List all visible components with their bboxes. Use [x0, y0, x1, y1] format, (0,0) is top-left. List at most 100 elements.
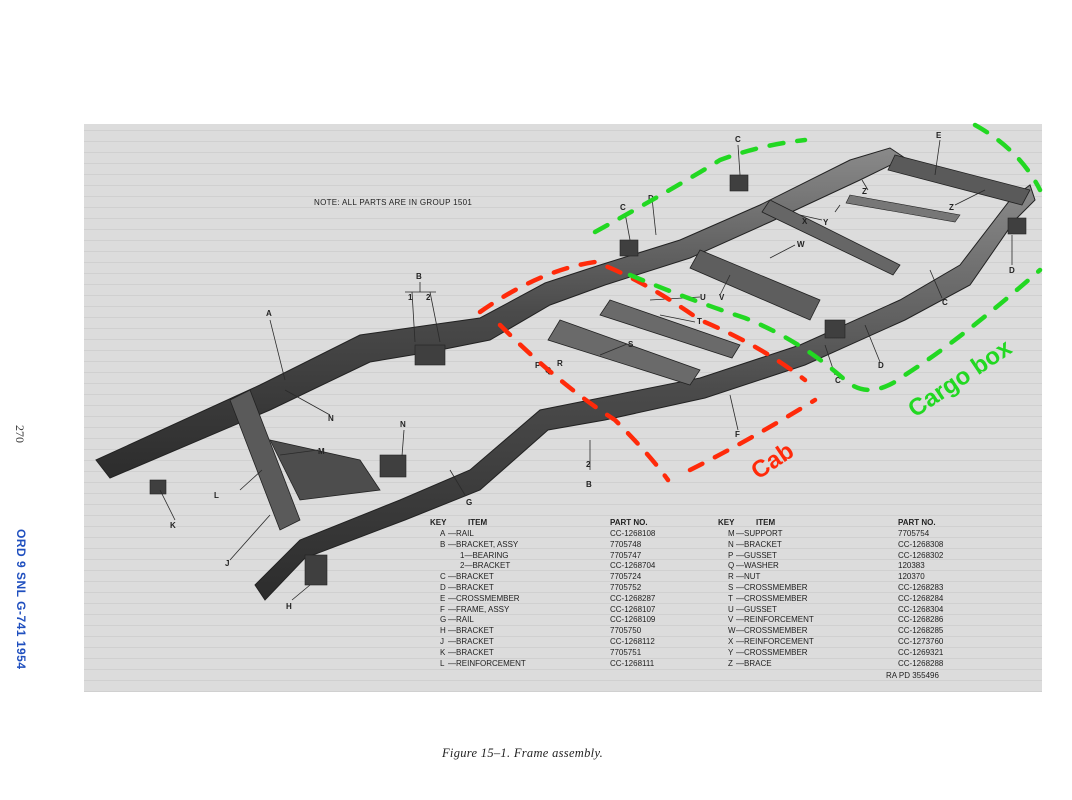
table-left-part: 7705752 [610, 583, 642, 592]
table-right-item: —REINFORCEMENT [736, 637, 814, 646]
table-right-item: —SUPPORT [736, 529, 783, 538]
table-right-key: T [728, 593, 733, 603]
cargo-box-annotation: Cargo box [903, 334, 1017, 423]
callout-v: V [719, 293, 725, 302]
right-part-header: PART NO. [898, 518, 936, 527]
table-right-key: U [728, 604, 734, 614]
callout-d-3: D [878, 361, 884, 370]
callout-n-1: N [328, 414, 334, 423]
right-frame-rail [254, 184, 1036, 601]
bracket-n [379, 454, 407, 478]
callout-c-2: C [620, 203, 626, 212]
bracket-h [304, 554, 328, 586]
callout-labels: A B 1 2 C C C C D D D E F G H J K L M N … [170, 131, 1015, 611]
callout-d-2: D [1009, 266, 1015, 275]
table-left-part: CC-1268108 [610, 529, 656, 538]
callout-2: 2 [586, 460, 591, 469]
table-left-part: 7705748 [610, 539, 642, 549]
table-left-item: —FRAME, ASSY [448, 604, 510, 614]
table-right-key: S [728, 583, 734, 592]
crossmember-w [689, 249, 821, 321]
rear-crossmember-e [887, 154, 1031, 206]
callout-n-2: N [400, 420, 406, 429]
table-left-part: 7705747 [610, 550, 642, 560]
callout-b1: 1 [408, 293, 413, 302]
table-left-key: K [440, 647, 446, 657]
callout-f: F [735, 430, 740, 439]
callout-a: A [266, 309, 272, 318]
table-right-key: X [728, 637, 734, 646]
table-right-part: 120370 [898, 572, 925, 582]
parts-key-table: KEY ITEM PART NO. KEY ITEM PART NO. A—RA… [430, 518, 990, 678]
callout-x: X [802, 217, 808, 226]
callout-e: E [936, 131, 942, 140]
left-key-header: KEY [430, 518, 447, 527]
table-right-key: Z [728, 658, 733, 668]
table-right-part: CC-1268283 [898, 583, 944, 592]
callout-u: U [700, 293, 706, 302]
table-left-key: L [440, 658, 445, 668]
cab-outline-overlay [477, 259, 818, 483]
callout-m: M [318, 447, 325, 456]
callout-b: B [416, 272, 422, 281]
table-left-item: —BRACKET [448, 572, 494, 582]
table-right-key: R [728, 572, 734, 582]
front-crossmember [229, 389, 301, 531]
left-frame-rail [95, 147, 907, 479]
table-left-key: H [440, 626, 446, 636]
table-right-part: CC-1268308 [898, 539, 944, 549]
callout-g: G [466, 498, 472, 507]
table-right-key: W [728, 626, 736, 636]
table-right-item: —CROSSMEMBER [736, 647, 808, 657]
callout-c-3: C [942, 298, 948, 307]
crossmember-t [599, 299, 741, 359]
table-right-item: —WASHER [736, 561, 779, 571]
left-item-header: ITEM [468, 518, 488, 527]
table-left-part: CC-1268111 [610, 658, 655, 668]
table-left-item: —BRACKET [448, 626, 494, 636]
table-right-key: Q [728, 561, 735, 571]
table-left-key: C [440, 572, 446, 582]
table-left-key: F [440, 604, 445, 614]
group-note: NOTE: ALL PARTS ARE IN GROUP 1501 [314, 198, 473, 207]
table-left-key: G [440, 615, 447, 625]
table-left-part: CC-1268287 [610, 593, 656, 603]
crossmember-y [761, 199, 901, 276]
callout-w: W [797, 240, 805, 249]
table-right-part: CC-1273760 [898, 637, 944, 646]
table-left-item: —CROSSMEMBER [448, 593, 520, 603]
table-right-item: —CROSSMEMBER [736, 593, 808, 603]
bracket-k [149, 479, 167, 495]
table-left-part: 7705750 [610, 626, 642, 636]
callout-t: T [697, 317, 702, 326]
bracket-d-rear [1007, 217, 1027, 235]
bracket-c-front [619, 239, 639, 257]
callout-z-1: Z [862, 187, 867, 196]
callout-h: H [286, 602, 292, 611]
table-right-part: CC-1269321 [898, 647, 944, 657]
table-left-item: —RAIL [448, 615, 474, 625]
table-right-item: —NUT [736, 572, 761, 582]
table-left-part: CC-1268112 [610, 637, 655, 646]
table-right-key: Y [728, 647, 734, 657]
callout-z-2: Z [949, 203, 954, 212]
right-key-header: KEY [718, 518, 735, 527]
callout-k: K [170, 521, 176, 530]
callout-c-1: C [735, 135, 741, 144]
table-left-key: A [440, 529, 446, 538]
callout-leaders [159, 139, 1013, 601]
table-right-key: M [728, 529, 735, 538]
table-left-key: B [440, 539, 446, 549]
bracket-b [414, 344, 446, 366]
table-left-part: CC-1268704 [610, 561, 656, 571]
table-left-part: 7705724 [610, 572, 642, 582]
table-left-key: J [440, 637, 444, 646]
table-right-key: N [728, 539, 734, 549]
callout-y: Y [823, 218, 829, 227]
callout-s: S [628, 340, 634, 349]
table-right-item: —GUSSET [736, 604, 777, 614]
table-right-part: CC-1268302 [898, 550, 944, 560]
brace-z [845, 194, 961, 223]
table-right-part: CC-1268288 [898, 658, 944, 668]
